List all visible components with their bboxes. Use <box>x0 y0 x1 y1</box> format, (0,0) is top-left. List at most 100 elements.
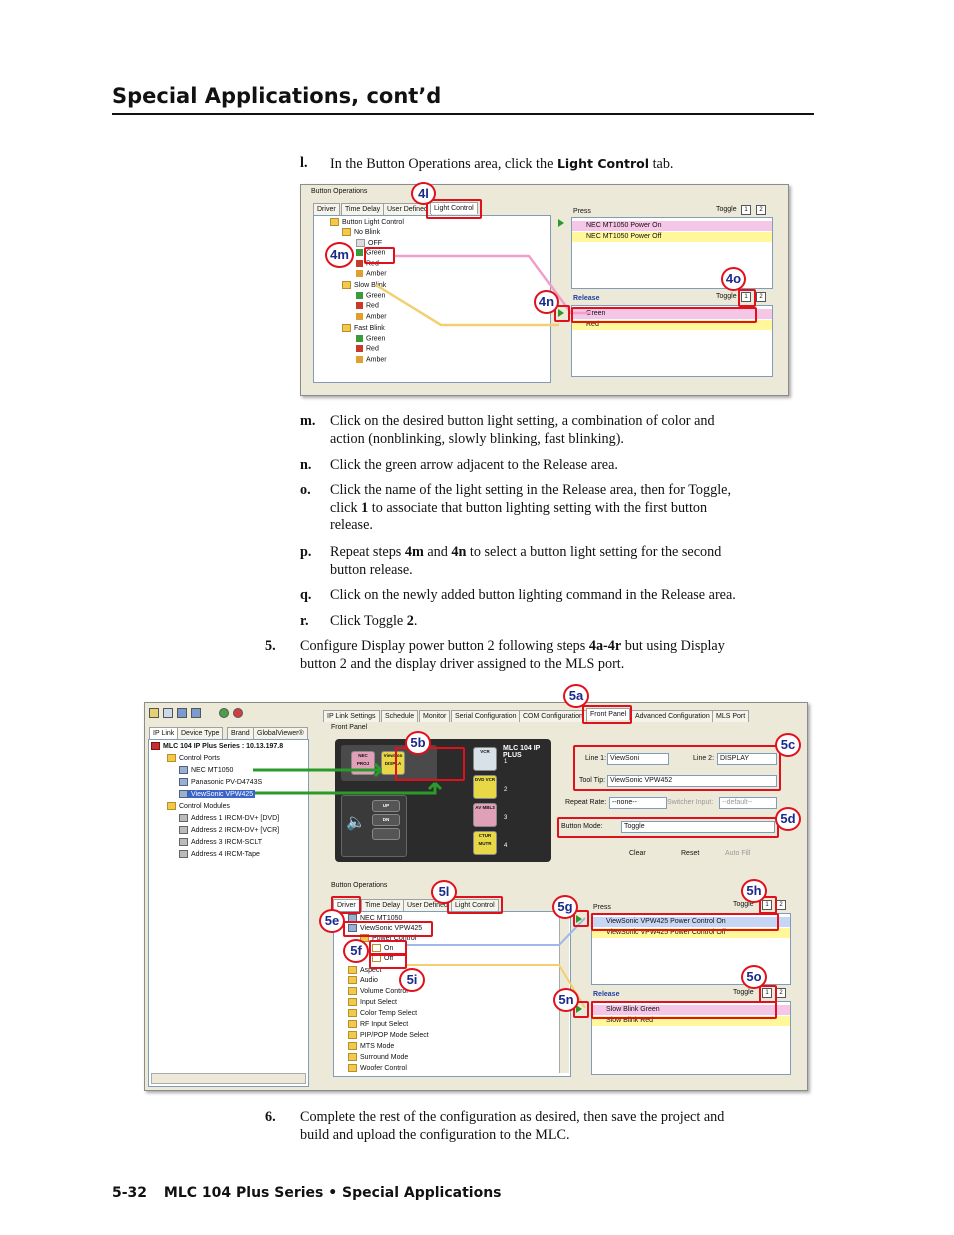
tree-node[interactable]: Amber <box>356 313 387 320</box>
tab-monitor[interactable]: Monitor <box>419 710 451 722</box>
tree-node[interactable]: Surround Mode <box>348 1053 408 1061</box>
tab-light-control[interactable]: Light Control <box>451 899 499 911</box>
button-dvd-vcr[interactable]: DVD VCR <box>473 775 497 799</box>
tab-mls-port[interactable]: MLS Port <box>712 710 750 722</box>
tab-light-control[interactable]: Light Control <box>430 202 478 214</box>
list-item[interactable]: ViewSonic VPW425 Power Control On <box>592 917 790 927</box>
volume-down-button[interactable]: DN <box>372 814 400 826</box>
header-rule <box>112 113 814 115</box>
tree-node[interactable]: Fast Blink <box>342 324 385 332</box>
device-title[interactable]: MLC 104 IP Plus Series : 10.13.197.8 <box>151 742 283 750</box>
tab-driver[interactable]: Driver <box>313 203 340 215</box>
tree-node[interactable]: Amber <box>356 270 387 277</box>
tree-node[interactable]: Green <box>356 335 385 342</box>
button-av-mbl3[interactable]: AV MBL3 <box>473 803 497 827</box>
toggle-2-button[interactable]: 2 <box>756 292 766 302</box>
tree-node[interactable]: NEC MT1050 <box>179 766 233 774</box>
toggle-2-button[interactable]: 2 <box>756 205 766 215</box>
tree-node[interactable]: RF Input Select <box>348 1020 408 1028</box>
tab-front-panel[interactable]: Front Panel <box>586 708 631 720</box>
volume-up-button[interactable]: UP <box>372 800 400 812</box>
button-mode-select[interactable]: Toggle <box>621 821 775 833</box>
tree-node[interactable]: PIP/POP Mode Select <box>348 1031 429 1039</box>
tree-label: OFF <box>368 239 382 247</box>
tree-node[interactable]: Address 3 IRCM-SCLT <box>179 838 262 846</box>
highlight-front-panel-tab <box>582 705 632 724</box>
press-label: Press <box>573 208 591 215</box>
up-icon[interactable] <box>191 708 201 718</box>
list-item[interactable]: NEC MT1050 Power On <box>572 221 772 231</box>
add-to-release-arrow-icon[interactable] <box>576 1005 582 1013</box>
tree-node[interactable]: Green <box>356 249 385 256</box>
button-vcr[interactable]: VCR <box>473 747 497 771</box>
tooltip-input[interactable]: ViewSonic VPW452 <box>607 775 777 787</box>
add-to-press-arrow-icon[interactable] <box>558 219 564 227</box>
tree-node[interactable]: Address 2 IRCM-DV+ [VCR] <box>179 826 279 834</box>
list-item[interactable]: Green <box>572 309 772 319</box>
down-icon[interactable] <box>177 708 187 718</box>
folder-icon <box>348 1064 357 1072</box>
button-ctur-mutr[interactable]: CTUR MUTR <box>473 831 497 855</box>
auto-fill-button[interactable]: Auto Fill <box>725 850 751 857</box>
switcher-input-select[interactable]: --default-- <box>719 797 777 809</box>
tree-node[interactable]: Red <box>356 302 379 309</box>
line2-input[interactable]: DISPLAY <box>717 753 777 765</box>
tree-node[interactable]: OFF <box>356 239 382 247</box>
toggle-1-button[interactable]: 1 <box>741 292 751 302</box>
list-item[interactable]: Slow Blink Red <box>592 1016 790 1026</box>
tree-node[interactable]: Address 1 IRCM-DV+ [DVD] <box>179 814 279 822</box>
tree-node[interactable]: Volume Control <box>348 987 408 995</box>
save-icon[interactable] <box>163 708 173 718</box>
remove-icon[interactable] <box>233 708 243 718</box>
callout-5b: 5b <box>405 731 431 755</box>
tree-node[interactable]: Audio <box>348 976 378 984</box>
text-line: button release. <box>330 561 413 578</box>
text-line: button 2 and the display driver assigned… <box>300 655 625 672</box>
toggle-1-button[interactable]: 1 <box>762 988 772 998</box>
add-to-release-arrow-icon[interactable] <box>558 309 564 317</box>
tree-node[interactable]: Red <box>356 345 379 352</box>
line1-input[interactable]: ViewSoni <box>607 753 669 765</box>
clear-button[interactable]: Clear <box>629 850 646 857</box>
tree-node[interactable]: Woofer Control <box>348 1064 407 1072</box>
reset-button[interactable]: Reset <box>681 850 700 857</box>
tree-node[interactable]: MTS Mode <box>348 1042 394 1050</box>
line1-label: Line 1: <box>585 755 607 762</box>
button-viewsonic-display[interactable]: ViewSon DISPLA <box>381 751 405 775</box>
tree-node[interactable]: Aspect <box>348 966 381 974</box>
tree-node-selected[interactable]: ViewSonic VPW425 <box>179 790 256 798</box>
open-icon[interactable] <box>149 708 159 718</box>
tree-label: Audio <box>360 976 378 984</box>
tree-node[interactable]: Color Temp Select <box>348 1009 417 1017</box>
horizontal-scrollbar[interactable] <box>151 1073 306 1084</box>
tab-schedule[interactable]: Schedule <box>381 710 419 722</box>
tree-node[interactable]: Button Light Control <box>330 218 404 226</box>
add-icon[interactable] <box>219 708 229 718</box>
port-icon <box>179 778 188 786</box>
mute-button[interactable] <box>372 828 400 840</box>
tree-node[interactable]: ViewSonic VPW425 <box>348 924 422 932</box>
tab-globalviewer[interactable]: GlobalViewer® <box>253 727 308 739</box>
tree-node[interactable]: Slow Blink <box>342 281 386 289</box>
list-item[interactable]: ViewSonic VPW425 Power Control Off <box>592 928 790 938</box>
tree-label: MTS Mode <box>360 1042 395 1050</box>
add-to-press-arrow-icon[interactable] <box>576 915 582 923</box>
tree-node[interactable]: Input Select <box>348 998 397 1006</box>
tree-node[interactable]: Panasonic PV-D4743S <box>179 778 262 786</box>
tree-node[interactable]: Green <box>356 292 385 299</box>
module-icon <box>179 850 188 858</box>
repeat-rate-select[interactable]: --none-- <box>609 797 667 809</box>
tree-node[interactable]: Control Modules <box>167 802 230 810</box>
tree-node[interactable]: No Blink <box>342 228 380 236</box>
tree-node[interactable]: Control Ports <box>167 754 220 762</box>
toggle-1-button[interactable]: 1 <box>762 900 772 910</box>
toggle-1-button[interactable]: 1 <box>741 205 751 215</box>
tree-node[interactable]: Address 4 IRCM-Tape <box>179 850 260 858</box>
tab-device-type[interactable]: Device Type <box>177 727 224 739</box>
tree-node[interactable]: On <box>372 944 393 952</box>
list-item[interactable]: Red <box>572 320 772 330</box>
tab-ip-link-settings[interactable]: IP Link Settings <box>323 710 380 722</box>
list-item[interactable]: Slow Blink Green <box>592 1005 790 1015</box>
list-item[interactable]: NEC MT1050 Power Off <box>572 232 772 242</box>
tree-node[interactable]: Amber <box>356 356 387 363</box>
